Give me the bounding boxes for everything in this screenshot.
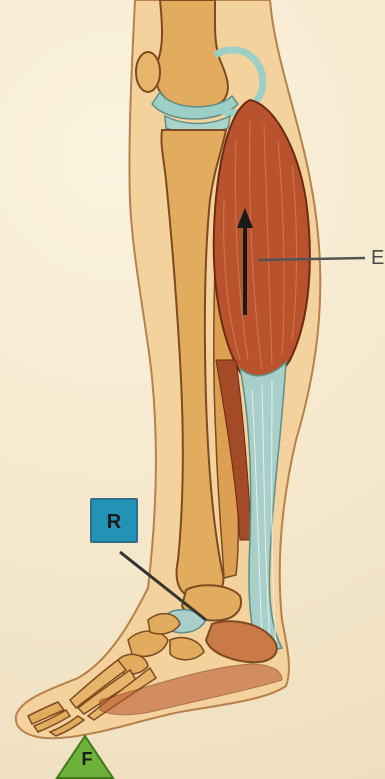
fulcrum-label: F xyxy=(76,750,98,768)
patella-bone xyxy=(136,52,160,92)
resistance-label-box: R xyxy=(90,498,138,543)
effort-label: E xyxy=(371,248,384,268)
